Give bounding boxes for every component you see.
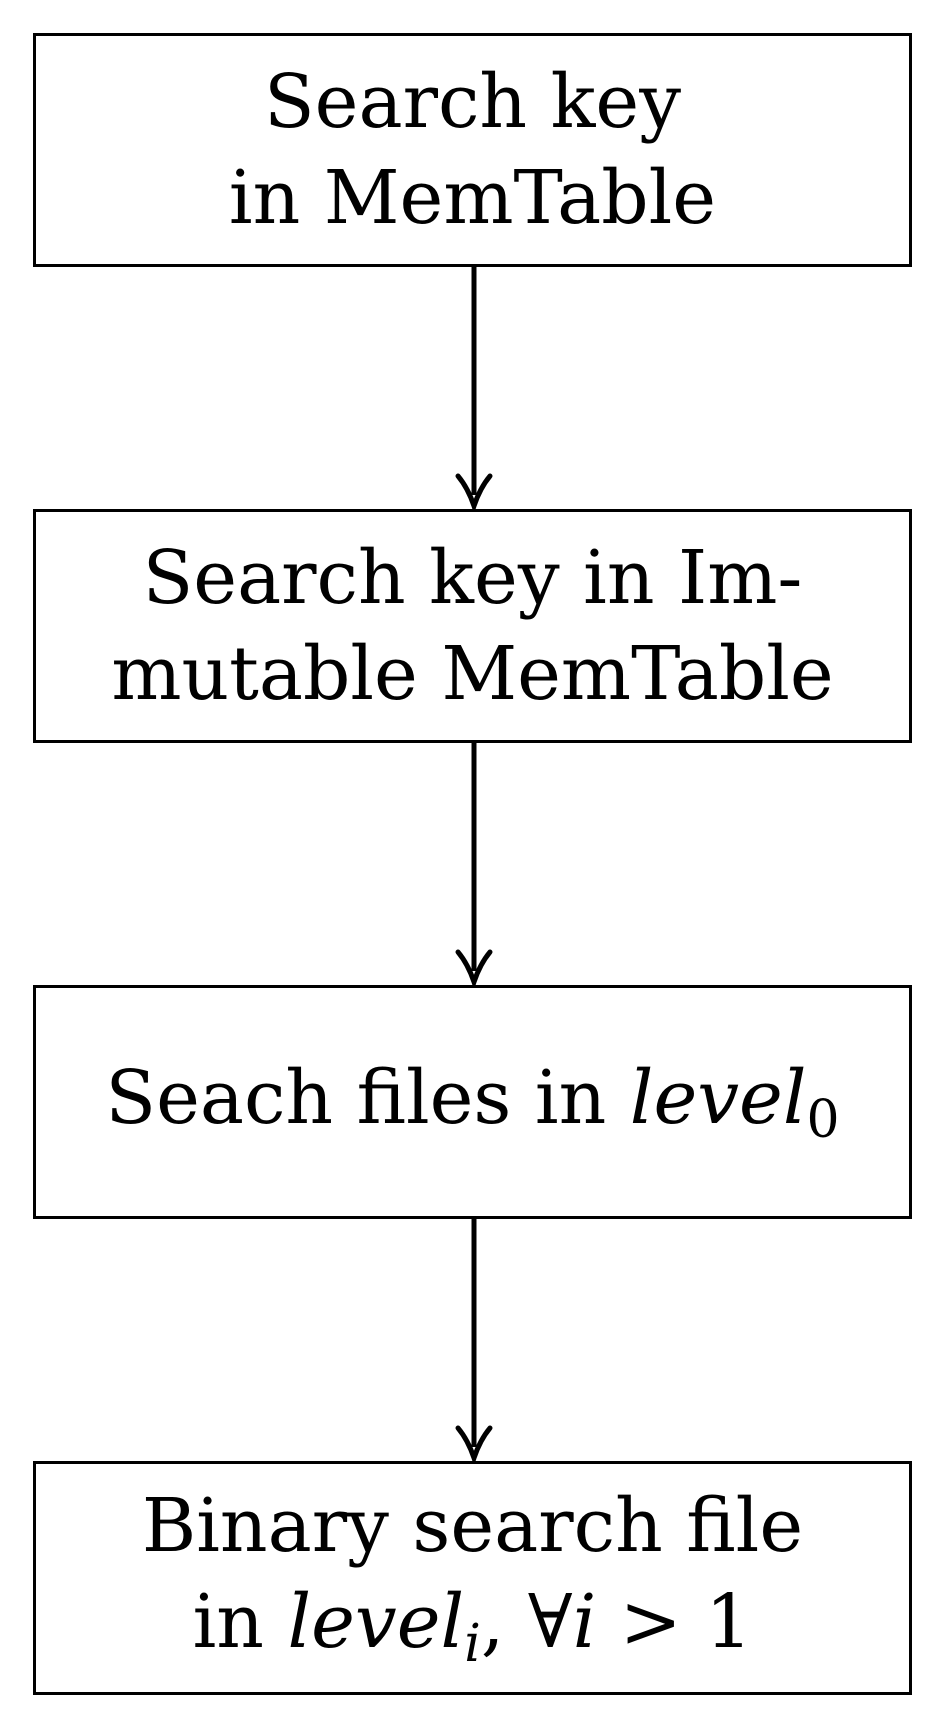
step-3-math-subscript: 0 xyxy=(806,1090,840,1150)
step-1-line-2: in MemTable xyxy=(228,155,717,241)
arrow-step-1-to-step-2 xyxy=(455,267,493,514)
step-4-math-forall: , ∀ xyxy=(480,1579,573,1665)
step-3-line-1: Seach files in level0 xyxy=(105,1050,839,1154)
step-1-search-memtable: Search key in MemTable xyxy=(33,33,912,267)
arrow-head xyxy=(455,949,493,990)
step-4-line-2-prefix: in xyxy=(192,1579,288,1665)
arrow-step-3-to-step-4 xyxy=(455,1219,493,1466)
step-2-search-immutable-memtable: Search key in Im- mutable MemTable xyxy=(33,509,912,743)
step-4-math-subscript: i xyxy=(464,1614,481,1674)
arrow-step-2-to-step-3 xyxy=(455,743,493,990)
arrow-head xyxy=(455,473,493,514)
arrow-head xyxy=(455,1425,493,1466)
step-3-search-level0-files: Seach files in level0 xyxy=(33,985,912,1219)
step-4-line-1: Binary search file xyxy=(141,1483,804,1569)
step-4-binary-search-level-i: Binary search file in leveli, ∀i > 1 xyxy=(33,1461,912,1695)
step-4-math-condition: > 1 xyxy=(596,1579,753,1665)
step-2-line-2: mutable MemTable xyxy=(111,631,834,717)
step-4-math-var: i xyxy=(572,1579,597,1665)
step-3-math-level: level xyxy=(629,1055,807,1141)
step-4-math-level: level xyxy=(287,1579,465,1665)
step-3-prefix: Seach files in xyxy=(105,1055,630,1141)
step-1-line-1: Search key xyxy=(263,59,682,145)
step-2-line-1: Search key in Im- xyxy=(142,535,803,621)
step-4-line-2: in leveli, ∀i > 1 xyxy=(193,1574,753,1678)
